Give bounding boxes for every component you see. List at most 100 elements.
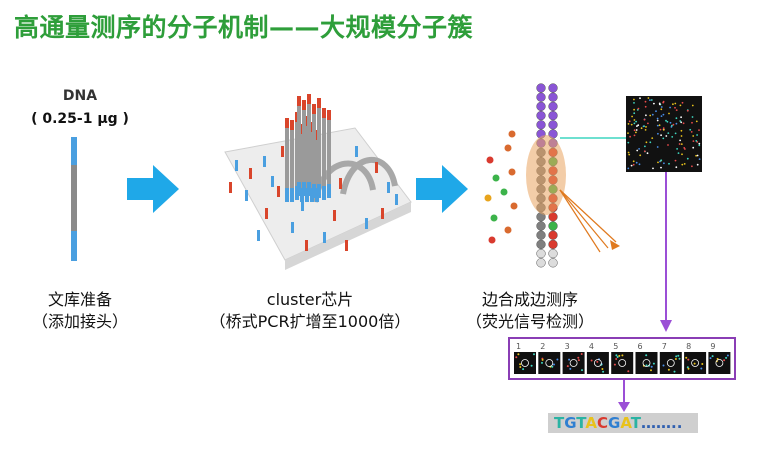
dna-label: DNA	[62, 88, 98, 104]
base-call: T	[630, 414, 641, 432]
step3-caption-line2: （荧光信号检测）	[465, 312, 594, 331]
cycle-frame	[635, 352, 658, 374]
fluorescence-spot	[627, 151, 630, 154]
cluster-strand-tip	[285, 118, 289, 128]
fluorescence-spot	[671, 124, 673, 127]
fluorescence-spot	[656, 124, 659, 127]
fluorescence-spot	[683, 147, 686, 149]
cycle-spot	[541, 358, 544, 361]
surface-oligo	[245, 190, 248, 201]
cycle-spot	[519, 366, 522, 368]
fluorescence-spot	[647, 122, 649, 125]
cycle-spot	[616, 356, 619, 358]
fluorescence-image	[626, 96, 702, 172]
fluorescence-spot	[666, 120, 669, 123]
fluorescence-spot	[656, 117, 659, 120]
surface-oligo	[271, 176, 274, 187]
fluorescence-spot	[695, 140, 698, 142]
cycle-spot	[602, 370, 605, 373]
cycle-spot	[551, 365, 554, 368]
synthesised-base	[548, 101, 558, 112]
cycle-spot	[685, 356, 688, 359]
fluorescence-spot	[669, 121, 672, 124]
cycle-spot	[686, 366, 689, 369]
labelled-nucleotide	[508, 130, 516, 138]
cycle-spot	[650, 369, 652, 372]
fluorescence-spot	[628, 153, 631, 156]
cluster-strand	[297, 96, 301, 196]
fluorescence-spot	[662, 137, 665, 140]
fluorescence-spot	[680, 135, 683, 137]
template-base	[536, 248, 546, 259]
free-labelled-nucleotides	[484, 130, 518, 244]
template-base	[536, 110, 546, 121]
cycle-spot	[652, 362, 655, 365]
fluorescence-spot	[662, 113, 665, 116]
base-call: G	[608, 414, 621, 432]
cycle-frame	[611, 352, 634, 374]
cycle-spot	[533, 353, 535, 356]
cluster-strand-tip	[327, 110, 331, 120]
synthesised-base	[548, 258, 558, 268]
fluorescence-spot	[657, 132, 659, 135]
surface-oligo	[345, 240, 348, 251]
surface-oligo	[395, 194, 398, 205]
labelled-nucleotide	[488, 236, 496, 244]
fluorescence-spot	[632, 163, 635, 166]
labelled-nucleotide	[492, 174, 500, 182]
fluorescence-spot	[640, 127, 643, 130]
surface-oligo	[263, 156, 266, 167]
fluorescence-spot	[653, 102, 655, 105]
surface-oligo	[257, 230, 260, 241]
fluorescence-spot	[644, 145, 646, 148]
fluorescence-spot	[627, 123, 630, 125]
cycle-spot	[677, 354, 680, 357]
fluorescence-spot	[658, 102, 661, 105]
cluster-strand	[312, 104, 316, 198]
cluster-strand	[327, 110, 331, 198]
cluster-strand-base	[297, 182, 301, 196]
cluster-strand-base	[312, 184, 316, 198]
cluster-strand-tip	[302, 100, 306, 110]
cycle-number: 2	[540, 342, 545, 351]
surface-oligo	[277, 186, 280, 197]
surface-oligo	[323, 232, 326, 243]
fluorescence-spot	[680, 143, 683, 145]
tracked-cluster-ring	[594, 359, 602, 367]
surface-oligo	[375, 162, 378, 173]
step1-caption-line2: （添加接头）	[31, 312, 128, 331]
fluorescence-spot	[637, 124, 640, 127]
step3-caption: 边合成边测序 （荧光信号检测）	[450, 289, 610, 333]
base-call: G	[564, 414, 577, 432]
cycle-spot	[662, 364, 665, 367]
fluorescence-spot	[649, 114, 652, 117]
fluorescence-spot	[680, 121, 683, 124]
cycle-spot	[522, 368, 525, 371]
base-call: C	[596, 414, 608, 432]
labelled-nucleotide	[484, 194, 492, 202]
cycle-spot	[725, 356, 728, 359]
cycle-spot	[711, 355, 714, 358]
cluster-strand-base	[285, 188, 289, 202]
fluorescence-spot	[675, 117, 678, 120]
cycle-spot	[615, 358, 618, 360]
cycle-spot	[590, 359, 593, 362]
template-base	[536, 239, 546, 250]
fluorescence-spot	[627, 167, 630, 170]
fluorescence-spot	[696, 163, 699, 166]
cycle-number: 7	[662, 342, 667, 351]
synthesised-base	[548, 230, 558, 240]
cycle-spot	[615, 354, 618, 357]
to-cycles-arrowhead	[660, 320, 672, 332]
tracked-cluster-ring	[691, 359, 700, 367]
fluorescence-spot	[660, 106, 663, 108]
fluorescence-spot	[659, 128, 662, 131]
fluorescence-spot	[674, 102, 677, 105]
cycle-spot	[517, 353, 520, 356]
cycle-spot	[568, 358, 571, 361]
fluorescence-spot	[643, 125, 645, 127]
template-base	[536, 101, 546, 112]
fluorescence-spot	[633, 119, 636, 121]
page-title: 高通量测序的分子机制——大规模分子簇	[14, 13, 474, 42]
